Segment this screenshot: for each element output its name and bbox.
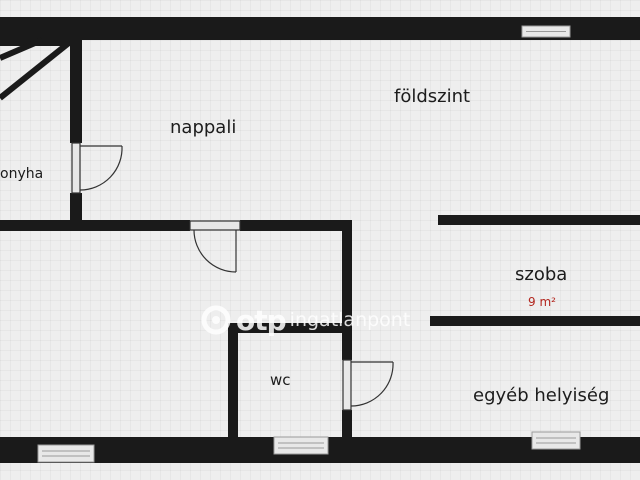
window-bottom-center xyxy=(273,436,329,455)
watermark-brand: ingatlanpont xyxy=(289,309,411,331)
wall-living-bottom-right xyxy=(240,220,351,231)
room-label-other: egyéb helyiség xyxy=(473,385,610,406)
door-wc xyxy=(342,359,394,411)
room-label-wc: wc xyxy=(270,371,291,389)
wall-center-vertical-upper xyxy=(342,220,352,360)
room-area-label: 9 m² xyxy=(528,295,556,309)
watermark: otp ingatlanpont xyxy=(200,303,410,337)
wall-living-bottom-left xyxy=(0,220,190,231)
room-label-room: szoba xyxy=(515,264,568,285)
door-living-bottom xyxy=(189,220,241,273)
stair-diagonal-2 xyxy=(0,39,72,101)
room-label-living: nappali xyxy=(170,117,237,138)
otp-logo-icon xyxy=(201,305,231,335)
wall-kitchen-living-upper xyxy=(70,40,82,143)
window-bottom-left xyxy=(37,444,95,463)
room-label-kitchen: onyha xyxy=(0,166,44,182)
wall-kitchen-living-lower xyxy=(70,193,82,223)
stair-diagonal-1 xyxy=(0,37,44,61)
wall-center-vertical-lower xyxy=(342,410,352,438)
window-top xyxy=(521,25,571,38)
watermark-otp: otp xyxy=(236,303,287,337)
window-bottom-right xyxy=(531,431,581,450)
floor-label: földszint xyxy=(394,86,471,107)
wall-wc-top xyxy=(228,323,352,333)
wall-szoba-top xyxy=(438,215,640,225)
wall-top xyxy=(0,17,640,40)
wall-wc-left xyxy=(228,323,238,440)
wall-szoba-bottom xyxy=(430,316,640,326)
door-kitchen xyxy=(71,142,123,194)
